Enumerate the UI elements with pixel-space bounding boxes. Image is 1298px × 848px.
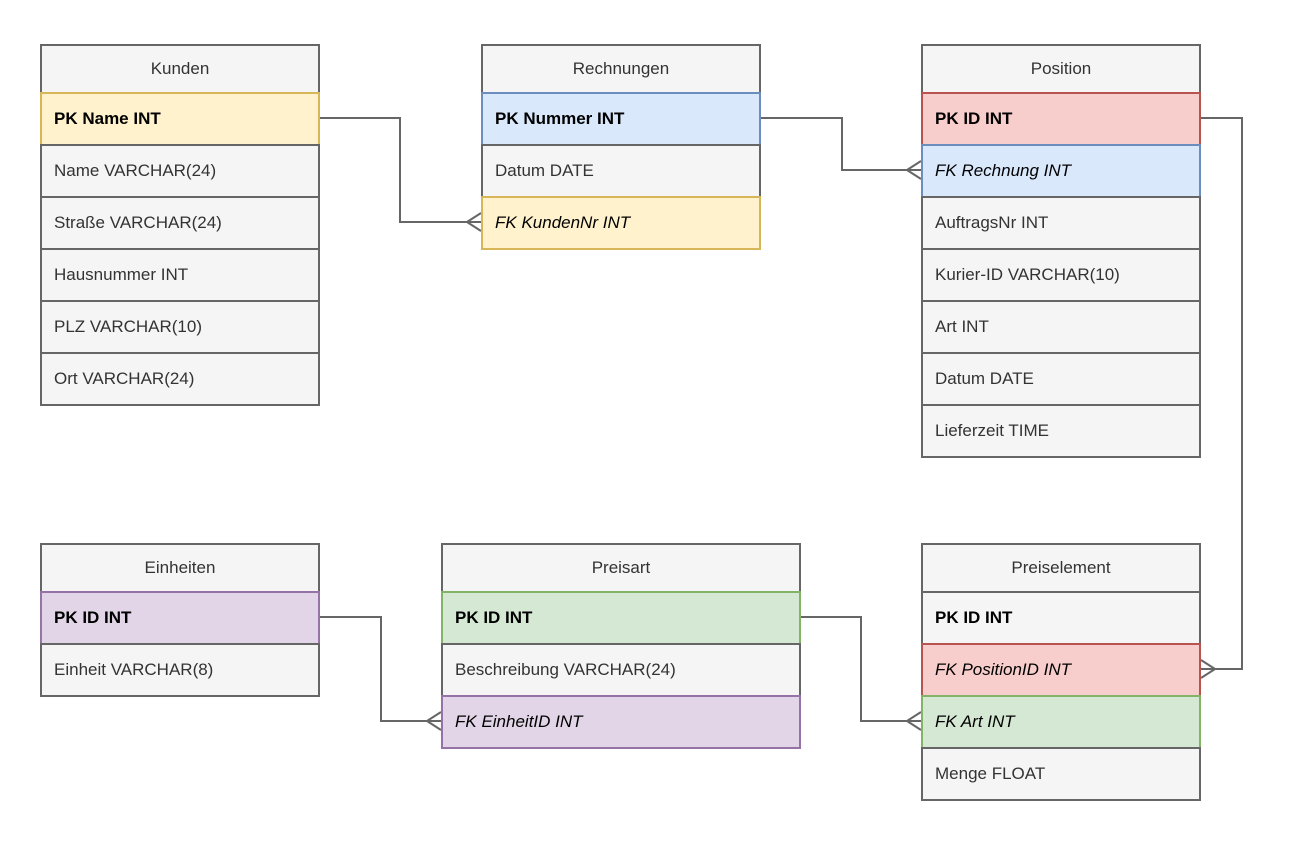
- entity-row-einheiten-attr-1[interactable]: Einheit VARCHAR(8): [40, 643, 320, 697]
- crows-foot-marker-position-preiselement: [1200, 659, 1216, 679]
- entity-row-position-fk-1[interactable]: FK Rechnung INT: [921, 144, 1201, 198]
- entity-row-preiselement-attr-3[interactable]: Menge FLOAT: [921, 747, 1201, 801]
- relationship-line-position-preiselement: [1201, 117, 1243, 670]
- entity-row-kunden-attr-3[interactable]: Hausnummer INT: [40, 248, 320, 302]
- entity-title-preisart[interactable]: Preisart: [441, 543, 801, 593]
- entity-row-kunden-attr-2[interactable]: Straße VARCHAR(24): [40, 196, 320, 250]
- entity-title-position[interactable]: Position: [921, 44, 1201, 94]
- relationship-line-rechnungen-position: [761, 117, 907, 171]
- entity-row-preisart-fk-2[interactable]: FK EinheitID INT: [441, 695, 801, 749]
- entity-row-position-pk-0[interactable]: PK ID INT: [921, 92, 1201, 146]
- entity-row-kunden-attr-1[interactable]: Name VARCHAR(24): [40, 144, 320, 198]
- entity-row-preisart-attr-1[interactable]: Beschreibung VARCHAR(24): [441, 643, 801, 697]
- crows-foot-marker-einheiten-preisart: [426, 711, 442, 731]
- entity-row-einheiten-pk-0[interactable]: PK ID INT: [40, 591, 320, 645]
- crows-foot-marker-kunden-rechnungen: [466, 212, 482, 232]
- entity-row-rechnungen-fk-2[interactable]: FK KundenNr INT: [481, 196, 761, 250]
- entity-row-position-attr-6[interactable]: Lieferzeit TIME: [921, 404, 1201, 458]
- entity-row-preiselement-fk-2[interactable]: FK Art INT: [921, 695, 1201, 749]
- relationship-line-kunden-rechnungen: [320, 117, 467, 223]
- entity-row-rechnungen-pk-0[interactable]: PK Nummer INT: [481, 92, 761, 146]
- crows-foot-marker-preisart-preiselement: [906, 711, 922, 731]
- entity-row-rechnungen-attr-1[interactable]: Datum DATE: [481, 144, 761, 198]
- entity-row-position-attr-4[interactable]: Art INT: [921, 300, 1201, 354]
- entity-row-preisart-pk-0[interactable]: PK ID INT: [441, 591, 801, 645]
- crows-foot-marker-rechnungen-position: [906, 160, 922, 180]
- entity-title-kunden[interactable]: Kunden: [40, 44, 320, 94]
- entity-row-kunden-attr-5[interactable]: Ort VARCHAR(24): [40, 352, 320, 406]
- entity-row-position-attr-3[interactable]: Kurier-ID VARCHAR(10): [921, 248, 1201, 302]
- entity-title-rechnungen[interactable]: Rechnungen: [481, 44, 761, 94]
- entity-title-einheiten[interactable]: Einheiten: [40, 543, 320, 593]
- entity-row-position-attr-5[interactable]: Datum DATE: [921, 352, 1201, 406]
- entity-row-position-attr-2[interactable]: AuftragsNr INT: [921, 196, 1201, 250]
- entity-row-preiselement-fk-1[interactable]: FK PositionID INT: [921, 643, 1201, 697]
- entity-row-kunden-attr-4[interactable]: PLZ VARCHAR(10): [40, 300, 320, 354]
- entity-row-kunden-pk-0[interactable]: PK Name INT: [40, 92, 320, 146]
- relationship-line-einheiten-preisart: [320, 616, 427, 722]
- entity-title-preiselement[interactable]: Preiselement: [921, 543, 1201, 593]
- relationship-line-preisart-preiselement: [801, 616, 907, 722]
- entity-row-preiselement-pk-0[interactable]: PK ID INT: [921, 591, 1201, 645]
